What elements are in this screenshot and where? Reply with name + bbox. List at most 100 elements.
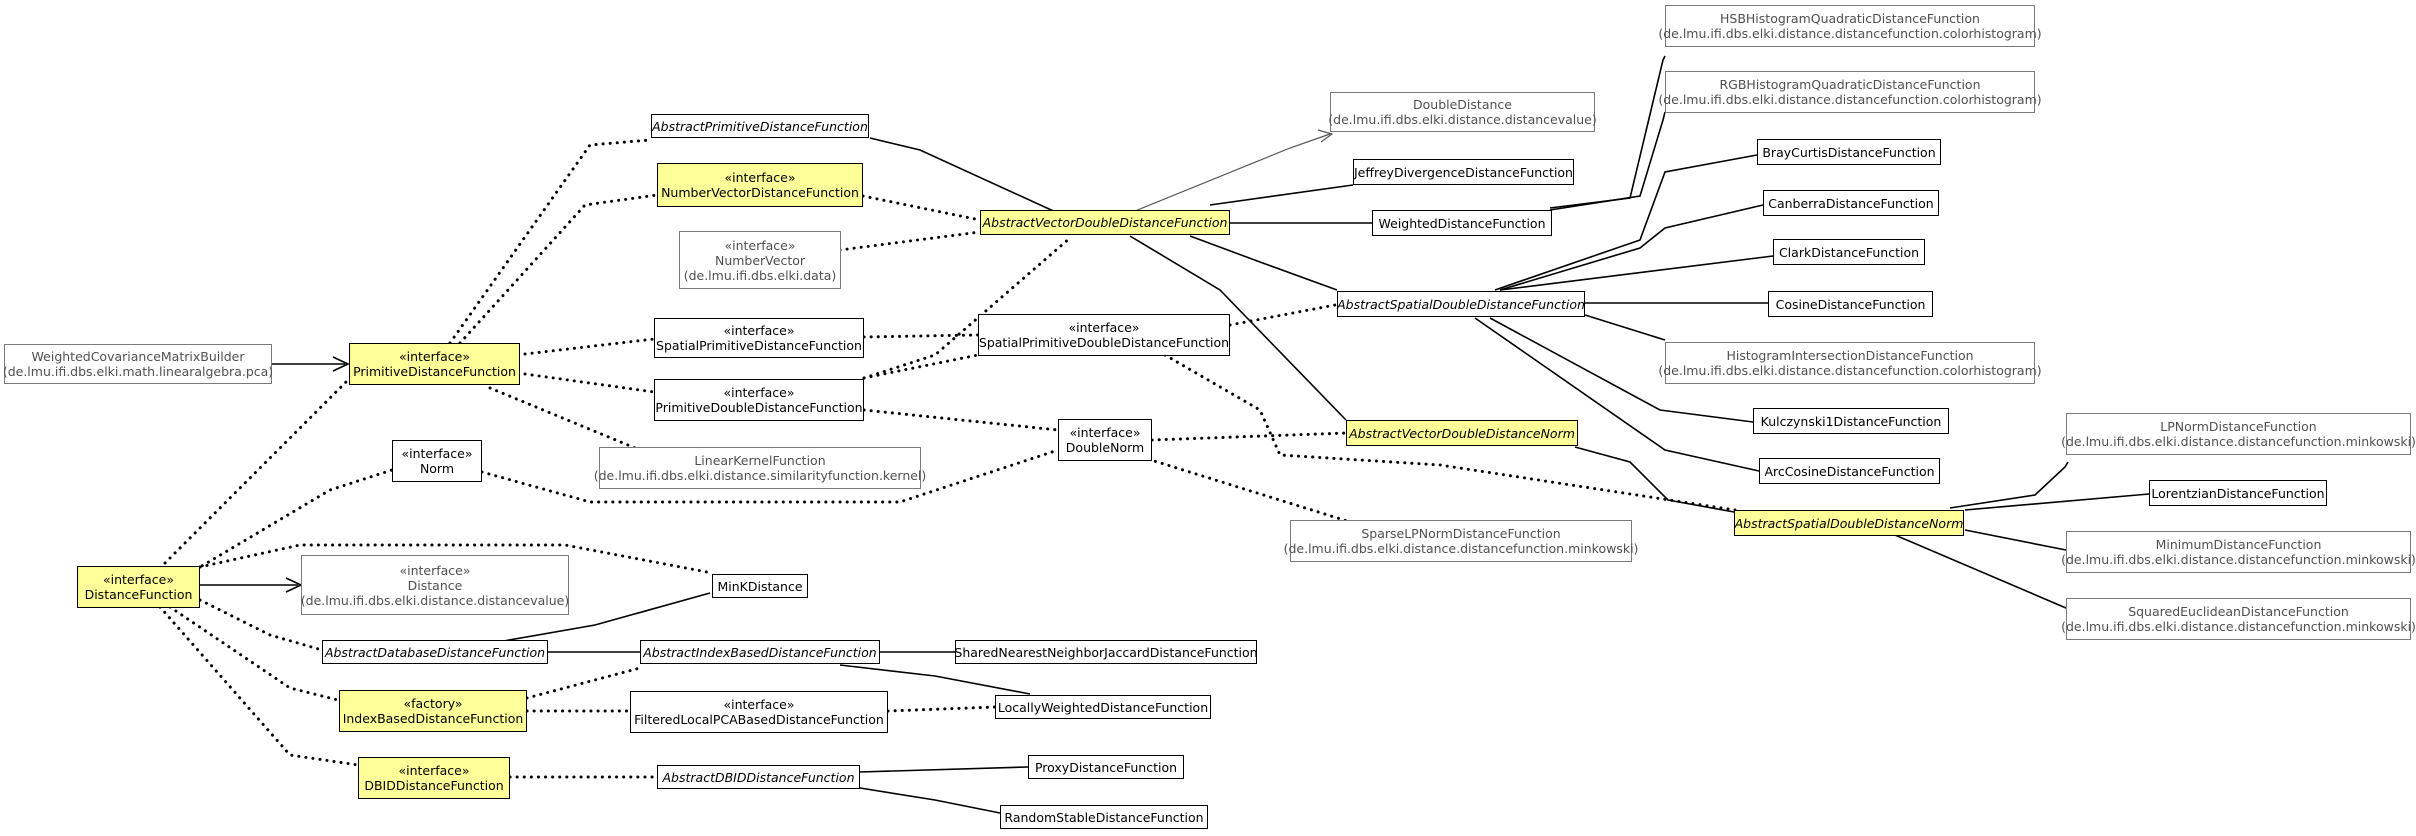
class-name-label: AbstractDatabaseDistanceFunction	[324, 644, 546, 660]
class-name-label: CosineDistanceFunction	[1775, 296, 1926, 312]
class-name-label: AbstractSpatialDoubleDistanceFunction	[1337, 296, 1585, 312]
class-node-avddf: AbstractVectorDoubleDistanceFunction	[980, 210, 1230, 235]
class-node-asddn: AbstractSpatialDoubleDistanceNorm	[1734, 510, 1964, 536]
class-node-dbid: «interface»DBIDDistanceFunction	[358, 757, 510, 799]
edge-dnorm-splp	[1133, 453, 1362, 527]
class-name-label: MinimumDistanceFunction	[2155, 537, 2322, 552]
class-node-wdf: WeightedDistanceFunction	[1372, 210, 1552, 236]
class-name-label: Norm	[419, 461, 455, 476]
edge-apdf-avddf	[869, 137, 1061, 215]
package-label: (de.lmu.ifi.dbs.elki.distance.similarity…	[593, 468, 927, 483]
class-name-label: AbstractDBIDDistanceFunction	[662, 769, 855, 785]
class-name-label: ClarkDistanceFunction	[1778, 244, 1920, 260]
class-name-label: SquaredEuclideanDistanceFunction	[2128, 604, 2349, 619]
class-name-label: Kulczynski1DistanceFunction	[1760, 413, 1942, 429]
edge-avddf-jdf	[1209, 184, 1354, 206]
class-name-label: DoubleDistance	[1413, 97, 1512, 112]
edge-avddf-asddf	[1189, 235, 1338, 291]
edge-avdn-asddn	[1574, 446, 1735, 513]
class-node-aibdf: AbstractIndexBasedDistanceFunction	[640, 640, 880, 664]
edge-pdf-ppdf	[523, 372, 656, 394]
class-name-label: RandomStableDistanceFunction	[1004, 809, 1204, 825]
edge-df-norm	[188, 468, 394, 575]
class-node-jdf: JeffreyDivergenceDistanceFunction	[1353, 159, 1574, 185]
edge-pdf-spdf	[523, 337, 656, 356]
arrow-avddf-dd	[1317, 129, 1334, 143]
class-node-clark: ClarkDistanceFunction	[1773, 239, 1925, 265]
class-name-label: AbstractSpatialDoubleDistanceNorm	[1734, 515, 1964, 531]
class-name-label: HSBHistogramQuadraticDistanceFunction	[1720, 11, 1980, 26]
stereotype-label: «interface»	[723, 385, 795, 400]
edge-asddf-clark	[1499, 255, 1774, 291]
class-node-lwdf: LocallyWeightedDistanceFunction	[995, 695, 1211, 719]
package-label: (de.lmu.ifi.dbs.elki.distance.distancefu…	[1658, 92, 2042, 107]
class-node-proxy: ProxyDistanceFunction	[1028, 755, 1184, 779]
class-name-label: IndexBasedDistanceFunction	[342, 711, 524, 726]
package-label: (de.lmu.ifi.dbs.elki.distance.distancefu…	[1658, 363, 2042, 378]
edge-asddf-kulc	[1489, 317, 1754, 423]
class-name-label: WeightedDistanceFunction	[1378, 215, 1546, 231]
class-name-label: LinearKernelFunction	[694, 453, 826, 468]
class-node-addf: AbstractDatabaseDistanceFunction	[322, 640, 548, 664]
package-label: (de.lmu.ifi.dbs.elki.math.linearalgebra.…	[2, 364, 274, 379]
edge-df-addf	[198, 598, 324, 652]
class-node-rsdf: RandomStableDistanceFunction	[1000, 805, 1208, 829]
class-name-label: MinKDistance	[717, 578, 803, 594]
class-name-label: SpatialPrimitiveDistanceFunction	[656, 338, 862, 353]
stereotype-label: «interface»	[398, 763, 470, 778]
class-name-label: Distance	[407, 577, 463, 593]
class-name-label: SparseLPNormDistanceFunction	[1361, 526, 1561, 541]
package-label: (de.lmu.ifi.dbs.elki.distance.distanceva…	[1328, 112, 1597, 127]
edge-adbid-proxy	[859, 766, 1029, 773]
class-node-df: «interface»DistanceFunction	[77, 566, 200, 608]
class-node-spddf: «interface»SpatialPrimitiveDoubleDistanc…	[978, 314, 1230, 356]
class-name-label: PrimitiveDistanceFunction	[353, 364, 516, 379]
class-node-canb: CanberraDistanceFunction	[1763, 190, 1939, 216]
class-name-label: AbstractIndexBasedDistanceFunction	[643, 644, 877, 660]
class-name-label: DistanceFunction	[84, 587, 193, 602]
edge-nv-avddf	[838, 230, 982, 252]
stereotype-label: «interface»	[723, 697, 795, 712]
class-node-ppdf: «interface»PrimitiveDoubleDistanceFuncti…	[654, 379, 864, 421]
edge-asddn-lor	[1964, 493, 2150, 511]
class-node-avdn: AbstractVectorDoubleDistanceNorm	[1346, 420, 1578, 446]
class-node-mink: MinKDistance	[712, 574, 808, 598]
class-name-label: AbstractVectorDoubleDistanceFunction	[982, 215, 1228, 230]
edge-nvdf-avddf	[861, 194, 982, 222]
edge-df-ibdf	[168, 605, 340, 702]
package-label: (de.lmu.ifi.dbs.elki.distance.distanceva…	[300, 592, 570, 608]
edge-adbid-rsdf	[859, 787, 1001, 814]
stereotype-label: «interface»	[1069, 425, 1141, 440]
edge-df-mink	[198, 543, 714, 575]
edge-pdf-nvdf	[458, 193, 659, 345]
class-node-wcmb: WeightedCovarianceMatrixBuilder(de.lmu.i…	[2, 344, 274, 384]
edge-wdf-hsb	[1549, 55, 1666, 209]
class-node-dist: «interface»Distance(de.lmu.ifi.dbs.elki.…	[301, 555, 569, 615]
class-node-pdf: «interface»PrimitiveDistanceFunction	[349, 343, 520, 385]
class-node-hsb: HSBHistogramQuadraticDistanceFunction(de…	[1658, 5, 2042, 47]
class-node-snn: SharedNearestNeighborJaccardDistanceFunc…	[954, 640, 1258, 664]
edge-addf-mink	[497, 592, 711, 643]
edge-pdf-lkf	[488, 386, 642, 452]
class-name-label: SharedNearestNeighborJaccardDistanceFunc…	[954, 644, 1258, 660]
edge-spddf-asddf	[1228, 303, 1337, 327]
class-node-lkf: LinearKernelFunction(de.lmu.ifi.dbs.elki…	[594, 447, 926, 489]
edge-spdf-spddf	[862, 333, 980, 339]
class-name-label: DoubleNorm	[1065, 440, 1145, 455]
edge-asddf-arccos	[1474, 317, 1760, 472]
class-name-label: PrimitiveDoubleDistanceFunction	[655, 400, 863, 415]
class-node-lpnorm: LPNormDistanceFunction(de.lmu.ifi.dbs.el…	[2061, 413, 2416, 455]
class-name-label: LPNormDistanceFunction	[2160, 419, 2317, 434]
edge-flpca-lwdf	[886, 705, 997, 713]
class-node-adbid: AbstractDBIDDistanceFunction	[657, 765, 860, 789]
edge-asddn-min	[1964, 529, 2067, 551]
class-name-label: LorentzianDistanceFunction	[2151, 485, 2325, 501]
stereotype-label: «interface»	[102, 572, 175, 587]
class-node-spdf: «interface»SpatialPrimitiveDistanceFunct…	[654, 318, 864, 358]
edge-asddn-lpnorm	[1949, 461, 2069, 509]
class-name-label: NumberVectorDistanceFunction	[661, 185, 859, 200]
class-name-label: WeightedCovarianceMatrixBuilder	[31, 349, 245, 364]
edge-asddf-hist	[1584, 314, 1666, 341]
class-name-label: HistogramIntersectionDistanceFunction	[1726, 348, 1974, 363]
